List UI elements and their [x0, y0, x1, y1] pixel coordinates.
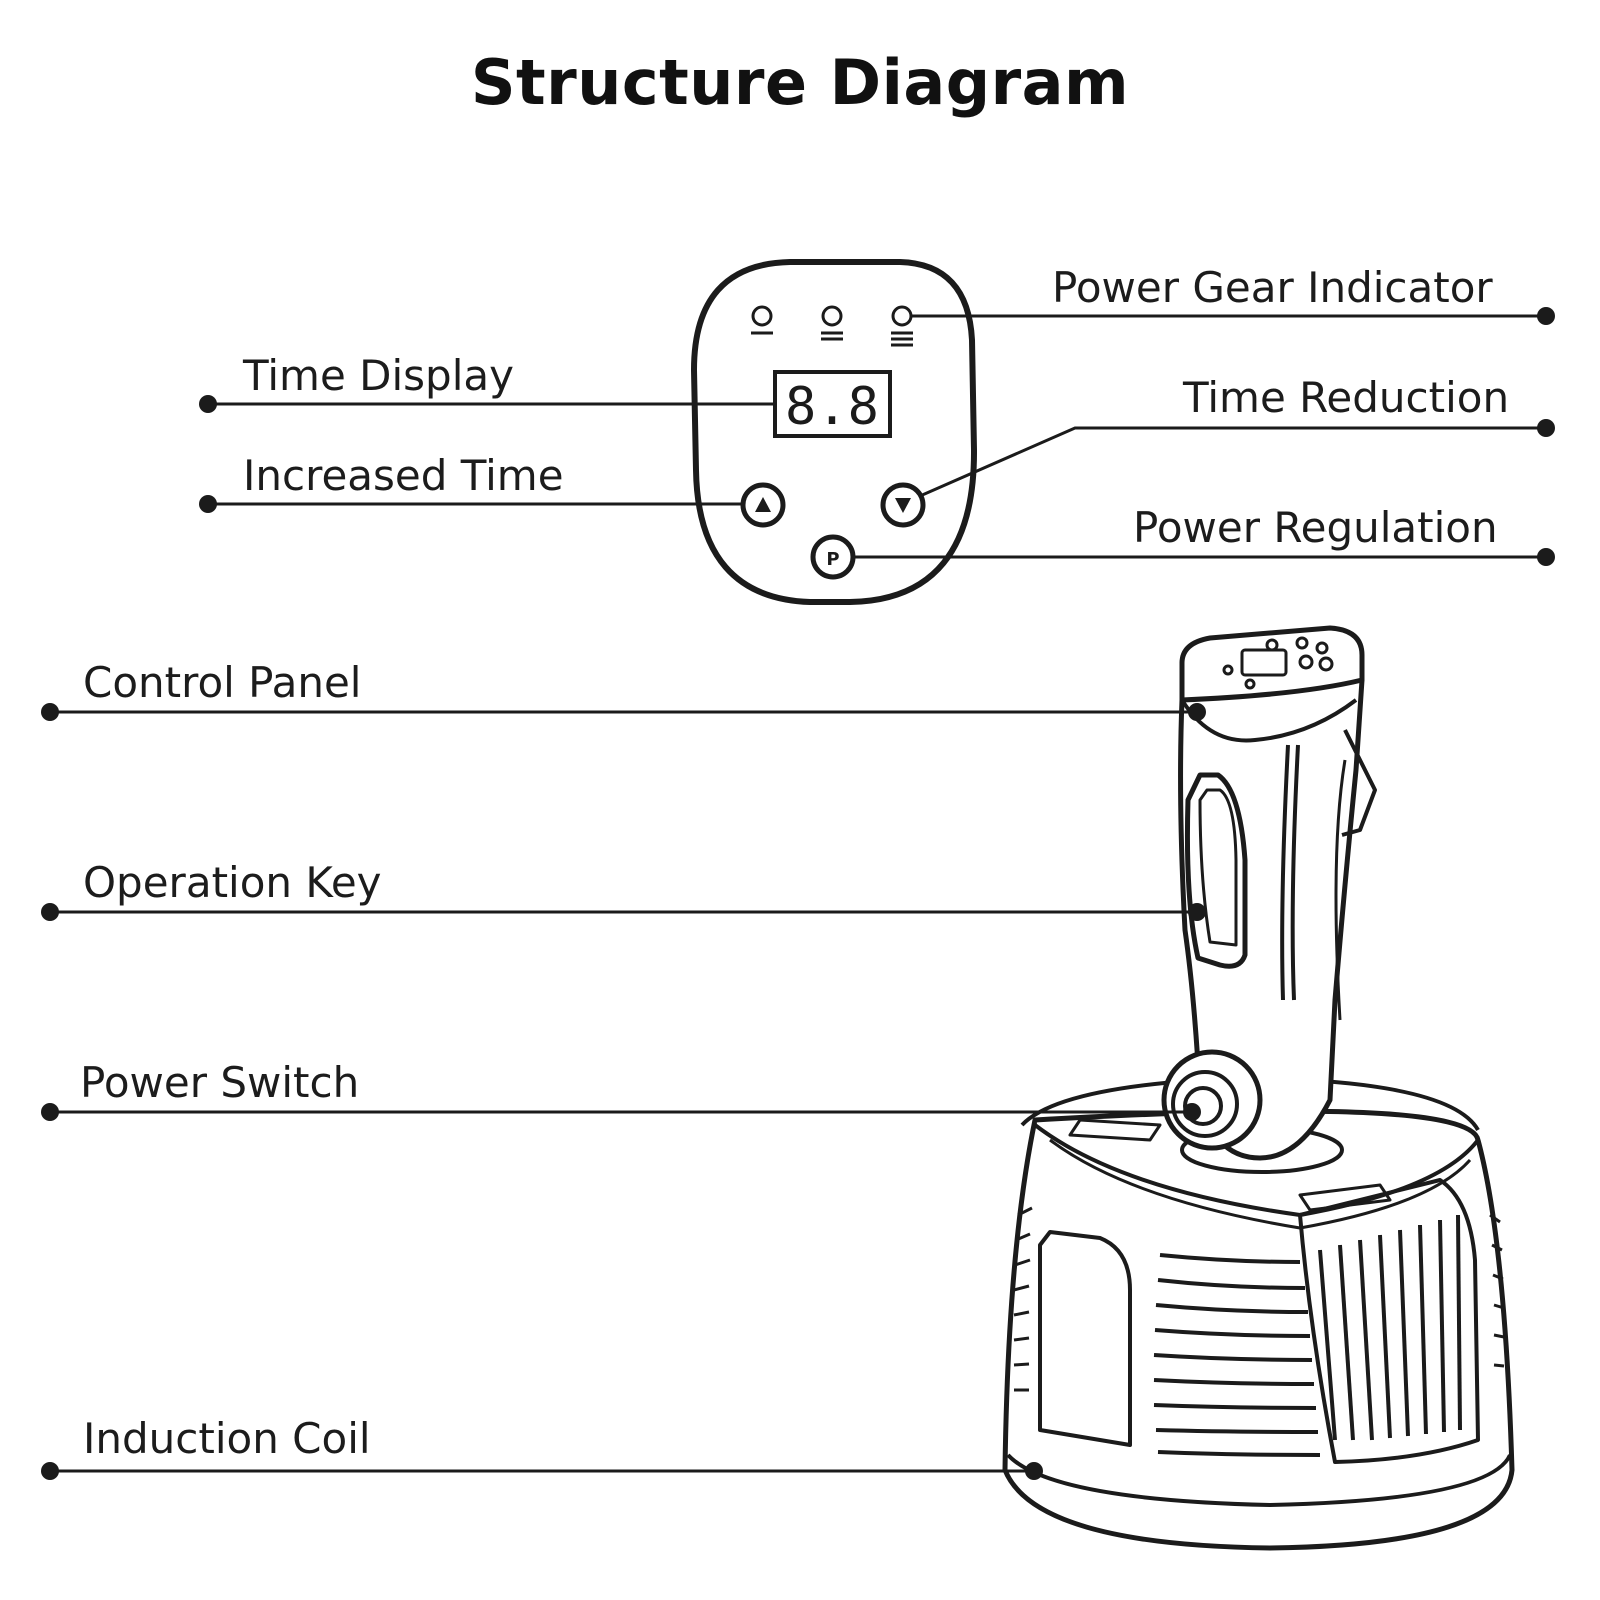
triangle-down-icon	[895, 498, 911, 513]
leader-dot	[1183, 1103, 1201, 1121]
gear-indicator-3-icon	[891, 305, 913, 347]
control-panel-closeup: 8.8 P	[690, 259, 978, 605]
leader-dot	[1537, 419, 1555, 437]
decrease-time-button[interactable]	[880, 482, 926, 528]
leader-dot	[41, 1103, 59, 1121]
leader-dot	[41, 703, 59, 721]
power-button-letter: P	[826, 549, 839, 570]
power-regulation-button[interactable]: P	[810, 534, 856, 580]
label-time-display: Time Display	[243, 351, 514, 400]
leader-dot	[1188, 903, 1206, 921]
leader-dot	[1537, 548, 1555, 566]
label-induction-coil: Induction Coil	[83, 1414, 371, 1463]
leader-dot	[1025, 1462, 1043, 1480]
leader-dot	[1537, 307, 1555, 325]
leader-dot	[199, 495, 217, 513]
label-power-switch: Power Switch	[80, 1058, 360, 1107]
gear-indicator-1-icon	[751, 305, 773, 335]
triangle-up-icon	[755, 497, 771, 512]
leader-dot	[199, 395, 217, 413]
increase-time-button[interactable]	[740, 482, 786, 528]
time-display-value: 8.8	[785, 377, 879, 437]
label-time-reduction: Time Reduction	[1183, 373, 1510, 422]
label-power-regulation: Power Regulation	[1133, 503, 1498, 552]
gear-indicator-2-icon	[821, 305, 843, 341]
leader-time-reduction	[919, 426, 1546, 498]
leader-dot	[41, 903, 59, 921]
label-power-gear-indicator: Power Gear Indicator	[1052, 263, 1493, 312]
sealer-device	[1002, 625, 1515, 1551]
leader-lines-device	[41, 703, 1206, 1480]
label-increased-time: Increased Time	[243, 451, 564, 500]
leader-dot	[1188, 703, 1206, 721]
label-control-panel: Control Panel	[83, 658, 362, 707]
diagram-title: Structure Diagram	[470, 46, 1130, 119]
label-operation-key: Operation Key	[83, 858, 382, 907]
leader-lines-top	[199, 307, 1555, 566]
leader-dot	[41, 1462, 59, 1480]
